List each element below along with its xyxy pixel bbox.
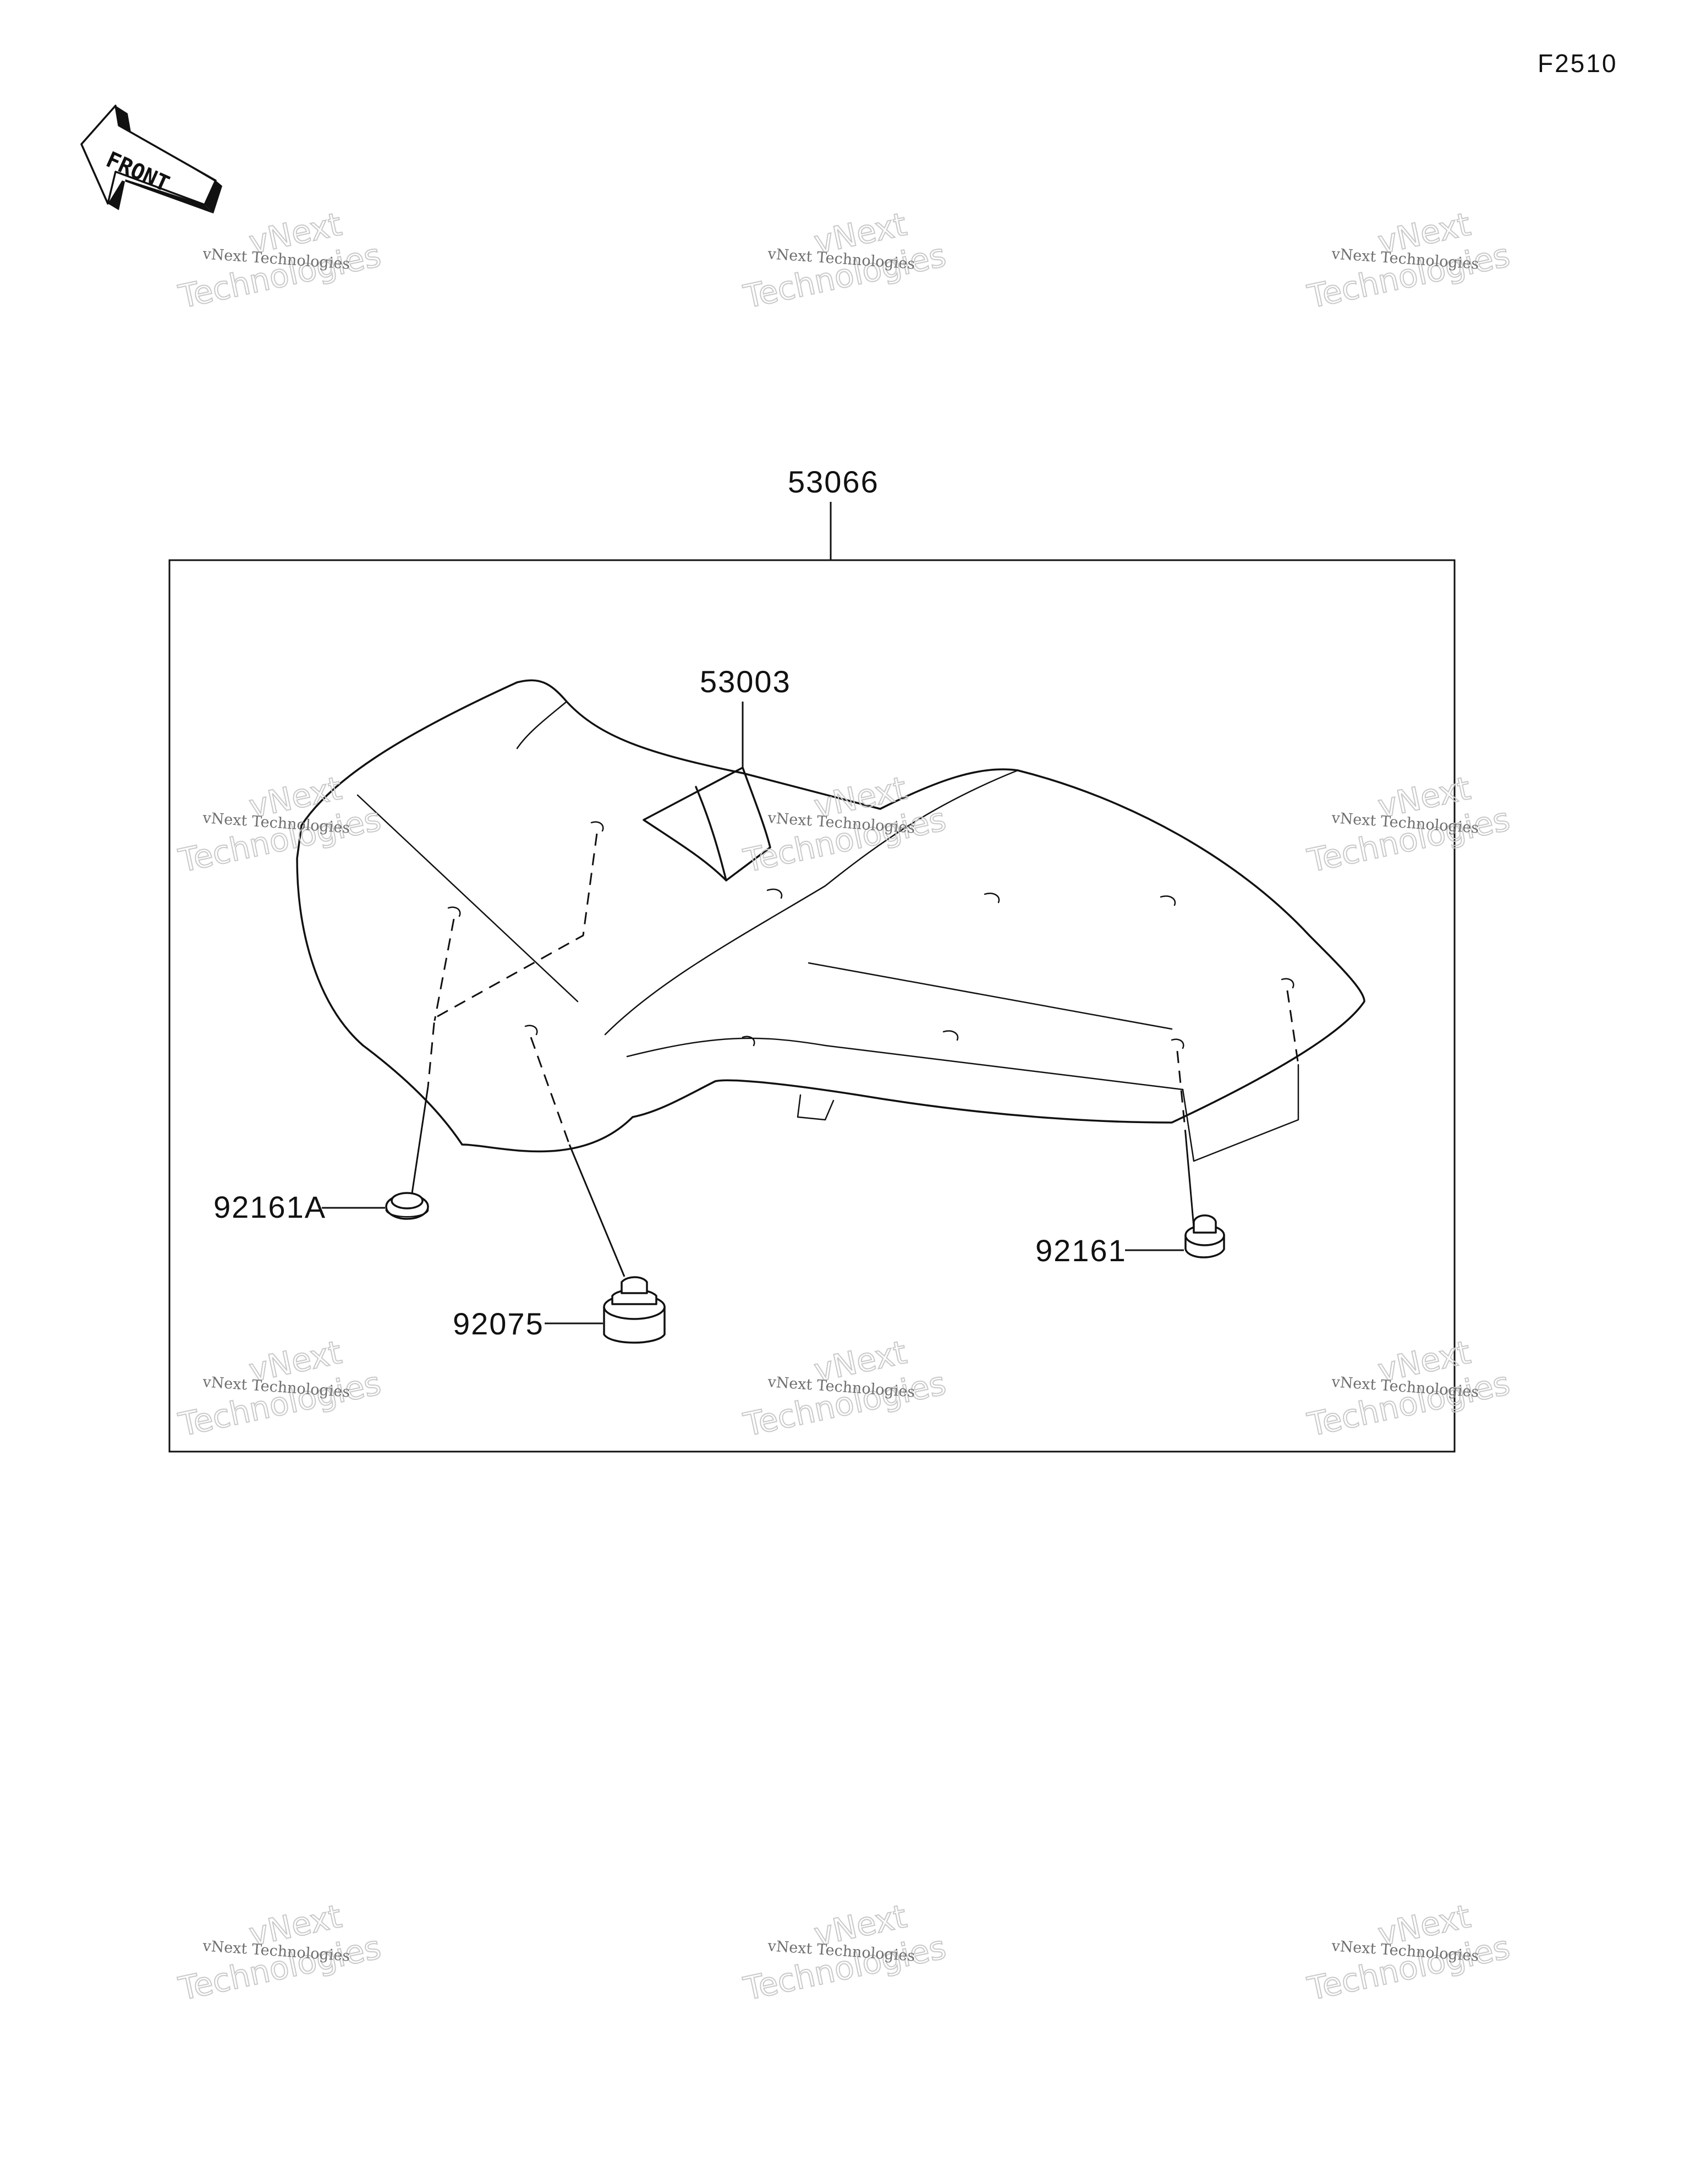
seat-drawing xyxy=(296,679,1365,1162)
damper-92161a xyxy=(385,1192,429,1220)
label-92161: 92161 xyxy=(1035,1233,1127,1268)
assembly-frame xyxy=(168,559,1456,1453)
leader-92161-drop xyxy=(1184,1133,1195,1228)
watermark: Technologies vNext vNext Technologies xyxy=(175,205,385,316)
watermark: Technologies vNext vNext Technologies xyxy=(740,205,950,316)
watermark: Technologies vNext vNext Technologies xyxy=(1304,1333,1514,1444)
watermark: Technologies vNext vNext Technologies xyxy=(175,1333,385,1444)
watermark: Technologies vNext vNext Technologies xyxy=(175,769,385,880)
label-53066: 53066 xyxy=(788,464,879,499)
watermark: Technologies vNext vNext Technologies xyxy=(740,769,950,880)
leader-92075-drop xyxy=(568,1144,625,1277)
watermark: Technologies vNext vNext Technologies xyxy=(175,1897,385,2008)
leader-92161a-drop xyxy=(410,1086,429,1197)
figure-code: F2510 xyxy=(1538,49,1617,78)
dashed-lines xyxy=(427,833,1299,1145)
damper-92161 xyxy=(1184,1214,1225,1258)
front-label: FRONT xyxy=(102,147,173,197)
watermark: Technologies vNext vNext Technologies xyxy=(1304,205,1514,316)
front-arrow-icon: FRONT xyxy=(80,105,222,214)
mounting-holes xyxy=(447,821,1294,1049)
seat-cover-patch xyxy=(643,767,771,882)
label-92161a: 92161A xyxy=(213,1190,326,1224)
damper-92075 xyxy=(603,1276,666,1344)
watermark: Technologies vNext vNext Technologies xyxy=(1304,769,1514,880)
label-53003: 53003 xyxy=(700,664,791,699)
label-92075: 92075 xyxy=(453,1306,544,1341)
watermark: Technologies vNext vNext Technologies xyxy=(740,1897,950,2008)
watermark: Technologies vNext vNext Technologies xyxy=(1304,1897,1514,2008)
watermark: Technologies vNext vNext Technologies xyxy=(740,1333,950,1444)
